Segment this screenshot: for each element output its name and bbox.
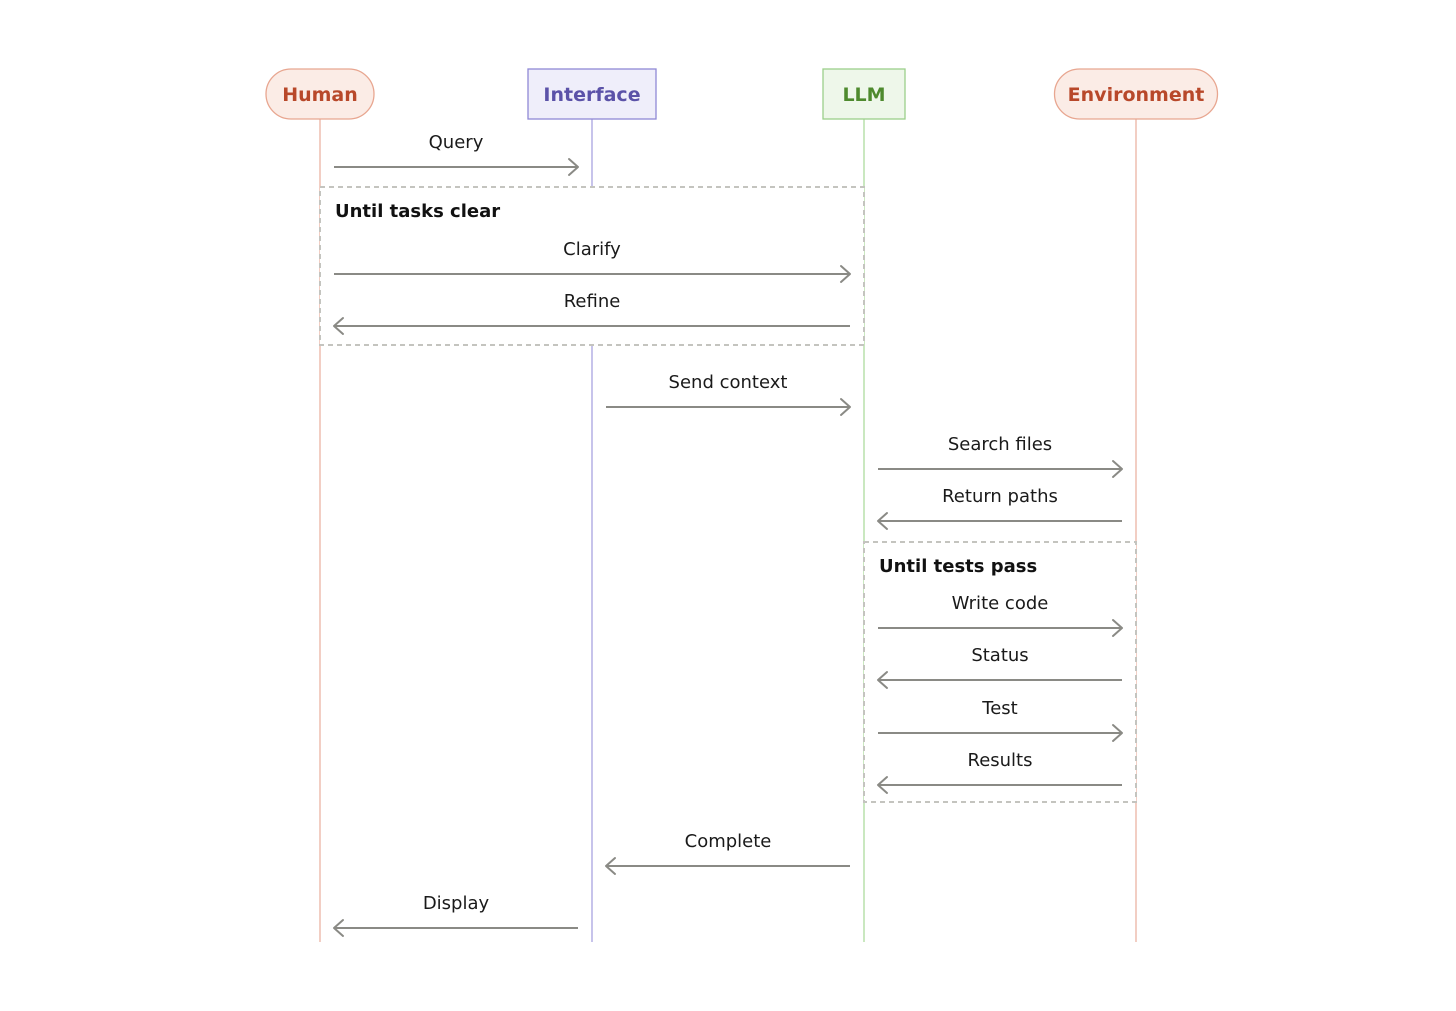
actor-box (527, 68, 657, 120)
loop-label: Until tests pass (879, 556, 1037, 577)
message-label: Complete (685, 831, 772, 852)
message-label: Return paths (942, 486, 1058, 507)
message-label: Query (429, 132, 484, 153)
arrowhead (1112, 724, 1123, 742)
message-label: Search files (948, 434, 1052, 455)
arrowhead (1112, 619, 1123, 637)
actor-label: Human (282, 84, 358, 106)
message-label: Status (971, 645, 1028, 666)
loop-border (863, 541, 1137, 803)
arrowhead (877, 671, 888, 689)
message-display: Display (333, 893, 578, 937)
actor-label: LLM (842, 84, 885, 106)
message-label: Results (968, 750, 1033, 771)
actor-label: Environment (1068, 84, 1205, 106)
arrowhead (840, 265, 851, 283)
actor-environment: Environment (1053, 68, 1219, 120)
loop-frame-until-tests-pass: Until tests pass (863, 541, 1137, 803)
message-status: Status (877, 645, 1122, 689)
actor-interface: Interface (527, 68, 657, 120)
arrowhead (877, 512, 888, 530)
arrowhead (840, 398, 851, 416)
message-test: Test (878, 698, 1123, 742)
loop-label: Until tasks clear (335, 201, 500, 222)
actor-heads: Human Interface LLM Environment (265, 68, 1219, 120)
arrowhead (1112, 460, 1123, 478)
message-label: Refine (564, 291, 621, 312)
message-clarify: Clarify (334, 239, 851, 283)
message-results: Results (877, 750, 1122, 794)
message-label: Write code (952, 593, 1049, 614)
message-return-paths: Return paths (877, 486, 1122, 530)
message-query: Query (334, 132, 579, 176)
message-label: Clarify (563, 239, 621, 260)
actor-box (822, 68, 906, 120)
message-refine: Refine (333, 291, 850, 335)
arrowhead (333, 919, 344, 937)
actor-label: Interface (543, 84, 640, 106)
actor-llm: LLM (822, 68, 906, 120)
message-label: Send context (669, 372, 788, 393)
actor-human: Human (265, 68, 375, 120)
message-search-files: Search files (878, 434, 1123, 478)
message-send-context: Send context (606, 372, 851, 416)
loop-frame-until-tasks-clear: Until tasks clear (319, 186, 865, 346)
message-label: Test (981, 698, 1017, 719)
message-label: Display (423, 893, 490, 914)
arrowhead (568, 158, 579, 176)
arrowhead (333, 317, 344, 335)
actor-box (265, 68, 375, 120)
message-write-code: Write code (878, 593, 1123, 637)
arrowhead (877, 776, 888, 794)
loop-border (319, 186, 865, 346)
actor-box (1053, 68, 1219, 120)
arrowhead (605, 857, 616, 875)
message-complete: Complete (605, 831, 850, 875)
